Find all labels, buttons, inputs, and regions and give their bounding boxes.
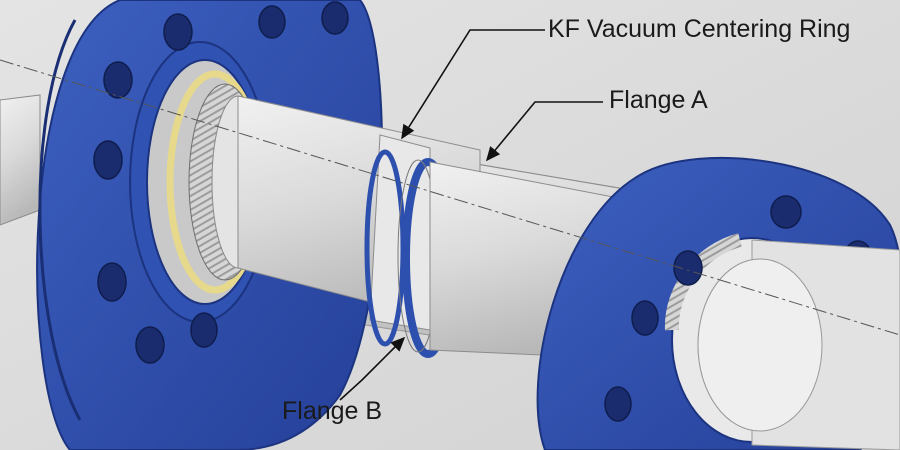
bolt-hole	[673, 250, 703, 286]
bolt-hole	[97, 262, 127, 302]
bolt-hole	[258, 5, 286, 39]
bolt-hole	[770, 195, 802, 229]
bolt-hole	[163, 13, 193, 51]
flange-b-label: Flange B	[282, 397, 383, 425]
left-flange-bolt-holes	[93, 1, 349, 364]
centering-ring-label: KF Vacuum Centering Ring	[548, 15, 851, 43]
callout-arrow-flange-a	[485, 101, 603, 162]
bolt-hole	[604, 386, 632, 422]
bolt-hole	[321, 1, 349, 35]
flange-a-label: Flange A	[609, 86, 708, 114]
bolt-hole	[103, 61, 133, 99]
bolt-hole	[135, 326, 165, 364]
left-shaft-stub	[0, 94, 41, 226]
callout-arrow-flange-b	[339, 336, 406, 401]
bolt-hole	[93, 140, 123, 180]
right-bore	[697, 258, 823, 432]
center-axis	[0, 59, 900, 336]
bolt-hole	[190, 312, 218, 348]
bolt-hole	[631, 300, 659, 336]
callout-arrow-centering-ring	[401, 29, 545, 140]
